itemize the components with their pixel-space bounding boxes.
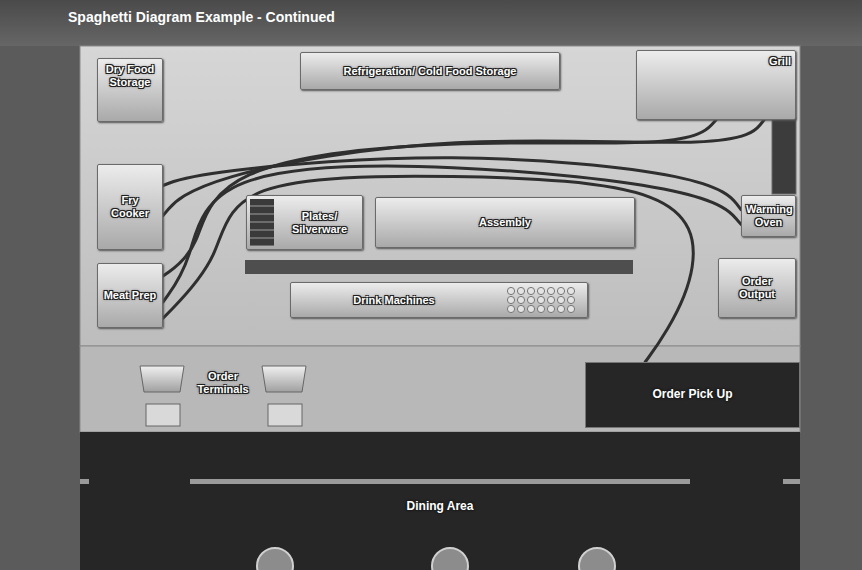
dining-table xyxy=(783,479,800,484)
area-label: Drink Machines xyxy=(353,294,434,307)
area-label: Fry Cooker xyxy=(102,194,158,219)
area-label: Grill xyxy=(769,55,791,68)
warming-oven: Warming Oven xyxy=(741,195,796,237)
assembly-station: Assembly xyxy=(375,197,635,248)
chairs xyxy=(257,548,615,570)
order-terminals: Order Terminals xyxy=(189,364,257,402)
dining-floor xyxy=(80,432,800,570)
plate-station: Plates/ Silverware xyxy=(246,195,363,250)
storage-area: Dry Food Storage xyxy=(97,58,163,122)
area-label: Plates/ Silverware xyxy=(281,210,358,235)
area-label: Dining Area xyxy=(407,500,474,514)
dining-area: Dining Area xyxy=(80,432,800,570)
area-label: Warming Oven xyxy=(746,203,791,228)
header-band xyxy=(0,0,862,46)
area-label: Dry Food Storage xyxy=(102,63,158,88)
area-label: Meat Prep xyxy=(104,289,157,302)
grill: Grill xyxy=(636,50,796,120)
pickup-counter: Order Pick Up xyxy=(585,362,800,428)
refrigerator: Refrigeration/ Cold Food Storage xyxy=(300,52,560,90)
counter-area xyxy=(80,346,800,432)
grill-hood xyxy=(772,118,796,194)
movement-path xyxy=(163,176,693,362)
area-label: Refrigeration/ Cold Food Storage xyxy=(344,65,517,78)
dining-table xyxy=(80,479,89,484)
area-label: Order Pick Up xyxy=(652,388,732,402)
order-terminal xyxy=(140,366,306,426)
area-label: Assembly xyxy=(479,216,531,229)
area-label: Order Terminals xyxy=(193,370,253,395)
dining-table xyxy=(190,479,690,484)
diagram-title: Spaghetti Diagram Example - Continued xyxy=(68,9,335,25)
order-output: Order Output xyxy=(718,258,796,318)
prep-station: Meat Prep xyxy=(97,263,163,328)
shelf xyxy=(250,199,274,246)
counter-bar xyxy=(245,260,633,274)
drink-dispensers xyxy=(505,285,583,315)
kitchen-floor xyxy=(80,46,800,346)
drink-machine: Drink Machines xyxy=(290,282,588,318)
fryer: Fry Cooker xyxy=(97,164,163,250)
area-label: Order Output xyxy=(723,275,791,300)
